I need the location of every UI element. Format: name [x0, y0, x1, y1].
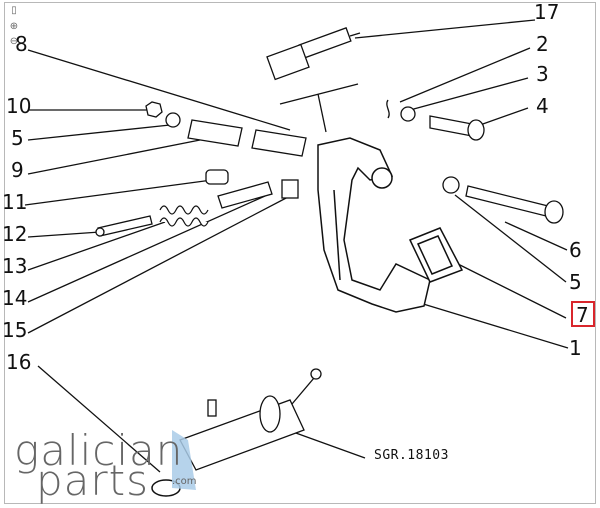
watermark-suffix: .com: [172, 476, 197, 487]
bushing-8: [251, 129, 307, 157]
spring-13: [159, 205, 209, 227]
callout-16: 16: [6, 350, 32, 374]
callout-10: 10: [6, 94, 32, 118]
highlight-box: [571, 301, 595, 327]
diagram-frame: [4, 2, 596, 504]
leader-4: [479, 107, 529, 126]
clip-2: [386, 99, 390, 119]
leader-5-right: [454, 194, 567, 283]
leader-11: [24, 179, 213, 206]
leader-6: [504, 221, 568, 251]
page-icon[interactable]: ▯: [11, 5, 17, 16]
bolt-4: [429, 115, 473, 137]
callout-7: 7: [576, 303, 589, 327]
callout-8: 8: [15, 32, 28, 56]
pin-12: [95, 215, 153, 237]
clip-15: [281, 179, 299, 199]
bolt-6: [465, 185, 549, 217]
watermark-line1: galician: [14, 426, 184, 475]
leader-5-left: [27, 124, 171, 141]
assembly-bracket: [279, 83, 359, 105]
callout-2: 2: [536, 32, 549, 56]
washer-5-right: [442, 176, 460, 194]
leader-3: [409, 77, 529, 111]
watermark-line2: parts: [36, 456, 150, 505]
callout-12: 12: [2, 222, 28, 246]
leader-15: [27, 195, 291, 334]
pedal-pad-7: [408, 227, 464, 283]
callout-3: 3: [536, 62, 549, 86]
rod-14: [217, 181, 273, 209]
callout-4: 4: [536, 94, 549, 118]
nut-10: [145, 101, 163, 118]
leader-8: [27, 49, 291, 131]
zoom-out-icon[interactable]: ⊖: [9, 36, 19, 47]
logo-accent: [172, 430, 196, 490]
leader-9: [27, 139, 201, 175]
clutch-pedal-1: [317, 137, 431, 313]
master-cylinder: [179, 368, 322, 471]
switch-17: [266, 27, 361, 81]
callout-9: 9: [11, 158, 24, 182]
callout-5-left: 5: [11, 126, 24, 150]
callout-11: 11: [2, 190, 28, 214]
callout-14: 14: [2, 286, 28, 310]
reference-code: SGR.18103: [374, 448, 449, 463]
leader-17: [354, 19, 536, 39]
callout-5-right: 5: [569, 270, 582, 294]
leader-14: [27, 195, 266, 303]
callout-13: 13: [2, 254, 28, 278]
assembly-arrow: [317, 93, 327, 133]
leader-16: [37, 365, 161, 473]
zoom-in-icon[interactable]: ⊕: [9, 21, 19, 32]
leader-1: [419, 302, 569, 349]
leader-2: [399, 47, 531, 103]
washer-3: [400, 106, 416, 122]
callout-6: 6: [569, 238, 582, 262]
callout-1: 1: [569, 336, 582, 360]
leader-13: [27, 221, 166, 271]
leader-12: [27, 231, 101, 238]
callout-15: 15: [2, 318, 28, 342]
leader-7: [449, 259, 567, 319]
washer-5-left: [165, 112, 181, 128]
callout-17: 17: [534, 0, 560, 24]
bushing-9: [187, 119, 243, 147]
bush-11: [205, 169, 229, 185]
